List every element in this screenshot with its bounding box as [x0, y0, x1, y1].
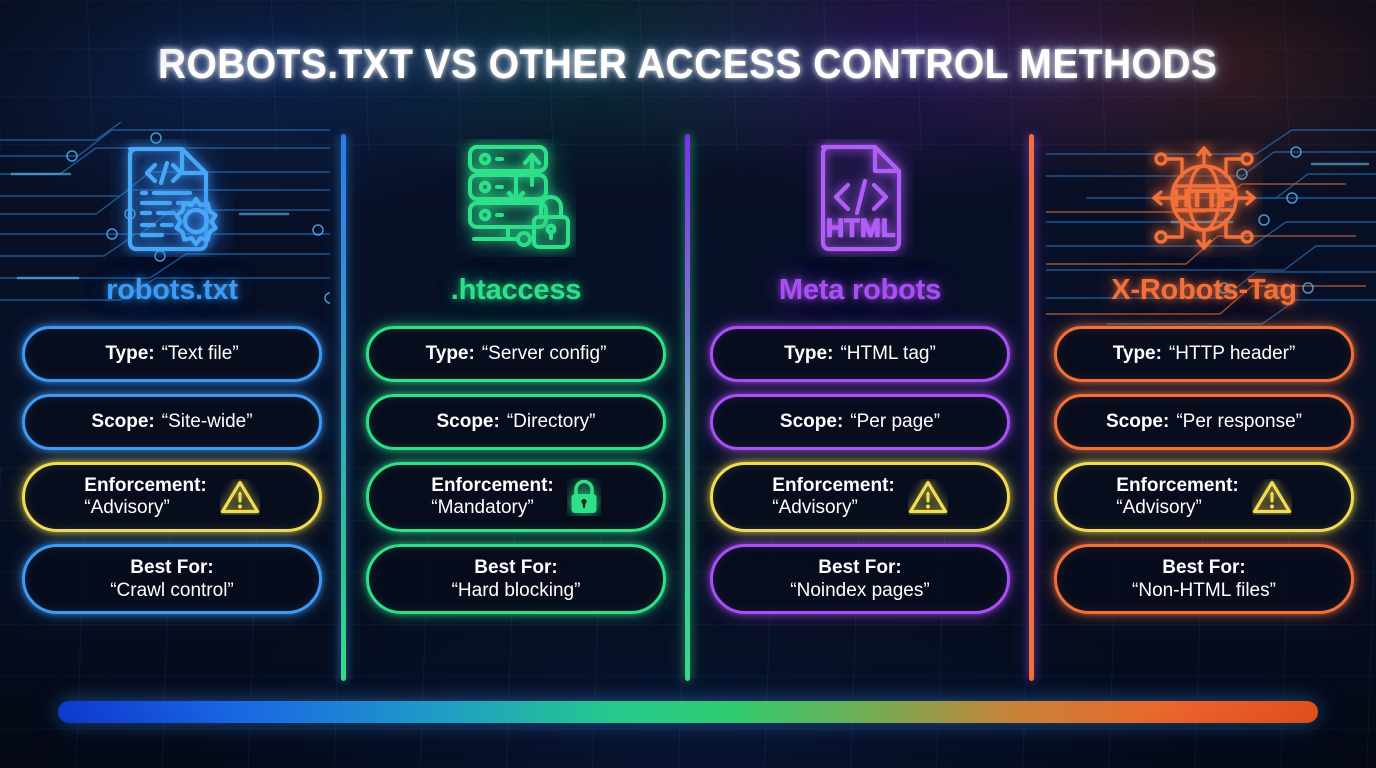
pill-value: “Advisory”	[84, 497, 170, 518]
pill-value: “Mandatory”	[431, 497, 534, 518]
pill-label: Scope:	[1105, 411, 1170, 432]
pill-label: Type:	[784, 343, 834, 364]
pill-best-for-robots-txt[interactable]: Best For: “Crawl control”	[22, 544, 322, 614]
html-document-icon: HTML	[807, 136, 913, 260]
pill-value: “Advisory”	[772, 497, 858, 518]
svg-text:HTML: HTML	[826, 215, 895, 242]
column-x-robots-tag: HTTP X-Robots-Tag Type: “HTTP header” Sc…	[1032, 126, 1376, 686]
pill-value: “Per page”	[850, 411, 941, 432]
column-title-robots-txt: robots.txt	[106, 274, 238, 306]
pill-scope-robots-txt[interactable]: Scope: “Site-wide”	[22, 394, 322, 450]
pill-value: “Per response”	[1176, 411, 1303, 432]
pill-enforcement-robots-txt[interactable]: Enforcement: “Advisory”	[22, 462, 322, 532]
pill-scope-meta-robots[interactable]: Scope: “Per page”	[710, 394, 1010, 450]
pill-value: “HTTP header”	[1168, 343, 1296, 364]
pill-label: Best For:	[818, 557, 902, 579]
pill-label: Enforcement:	[1116, 475, 1239, 497]
pill-label: Type:	[105, 343, 155, 364]
pill-value: “Advisory”	[1116, 497, 1202, 518]
pill-best-for-htaccess[interactable]: Best For: “Hard blocking”	[366, 544, 666, 614]
comparison-columns: robots.txt Type: “Text file” Scope: “Sit…	[0, 126, 1376, 686]
warning-triangle-icon	[1252, 479, 1292, 515]
pill-label: Scope:	[779, 411, 844, 432]
page-title: ROBOTS.TXT VS OTHER ACCESS CONTROL METHO…	[158, 40, 1218, 87]
column-title-meta-robots: Meta robots	[778, 274, 942, 306]
column-title-x-robots-tag: X-Robots-Tag	[1111, 274, 1297, 306]
column-title-htaccess: .htaccess	[450, 274, 582, 306]
pill-value: “Crawl control”	[110, 579, 234, 601]
pill-label: Enforcement:	[431, 475, 554, 497]
pill-best-for-meta-robots[interactable]: Best For: “Noindex pages”	[710, 544, 1010, 614]
server-rack-lock-icon	[456, 136, 576, 260]
svg-text:HTTP: HTTP	[1173, 185, 1235, 211]
pill-value: “Text file”	[161, 343, 239, 364]
pill-value: “Hard blocking”	[451, 579, 581, 601]
pill-value: “Noindex pages”	[790, 579, 930, 601]
pill-type-x-robots-tag[interactable]: Type: “HTTP header”	[1054, 326, 1354, 382]
pill-label: Scope:	[436, 411, 500, 432]
pill-best-for-x-robots-tag[interactable]: Best For: “Non-HTML files”	[1054, 544, 1354, 614]
pill-label: Enforcement:	[84, 475, 207, 497]
pill-enforcement-htaccess[interactable]: Enforcement: “Mandatory”	[366, 462, 666, 532]
pill-label: Best For:	[474, 557, 558, 579]
column-robots-txt: robots.txt Type: “Text file” Scope: “Sit…	[0, 126, 346, 686]
pill-enforcement-meta-robots[interactable]: Enforcement: “Advisory”	[710, 462, 1010, 532]
code-document-gear-icon	[110, 136, 234, 260]
pill-type-robots-txt[interactable]: Type: “Text file”	[22, 326, 322, 382]
pill-type-meta-robots[interactable]: Type: “HTML tag”	[710, 326, 1010, 382]
column-meta-robots: HTML Meta robots Type: “HTML tag” Scope:…	[688, 126, 1034, 686]
pill-value: “HTML tag”	[840, 343, 936, 364]
pill-label: Best For:	[1162, 557, 1246, 579]
pill-enforcement-x-robots-tag[interactable]: Enforcement: “Advisory”	[1054, 462, 1354, 532]
pill-scope-htaccess[interactable]: Scope: “Directory”	[366, 394, 666, 450]
warning-triangle-icon	[908, 479, 948, 515]
pill-label: Enforcement:	[772, 475, 895, 497]
pill-value: “Non-HTML files”	[1132, 579, 1276, 601]
pill-value: “Site-wide”	[161, 411, 253, 432]
pill-label: Type:	[1112, 343, 1162, 364]
pill-label: Type:	[425, 343, 475, 364]
padlock-icon	[567, 478, 601, 516]
pill-type-htaccess[interactable]: Type: “Server config”	[366, 326, 666, 382]
pill-value: “Server config”	[481, 343, 607, 364]
column-htaccess: .htaccess Type: “Server config” Scope: “…	[344, 126, 690, 686]
warning-triangle-icon	[220, 479, 260, 515]
pill-scope-x-robots-tag[interactable]: Scope: “Per response”	[1054, 394, 1354, 450]
footer-gradient-bar	[58, 701, 1318, 723]
header: ROBOTS.TXT VS OTHER ACCESS CONTROL METHO…	[0, 0, 1376, 128]
pill-label: Best For:	[130, 557, 214, 579]
pill-label: Scope:	[91, 411, 155, 432]
http-globe-network-icon: HTTP	[1145, 136, 1263, 260]
pill-value: “Directory”	[506, 411, 596, 432]
